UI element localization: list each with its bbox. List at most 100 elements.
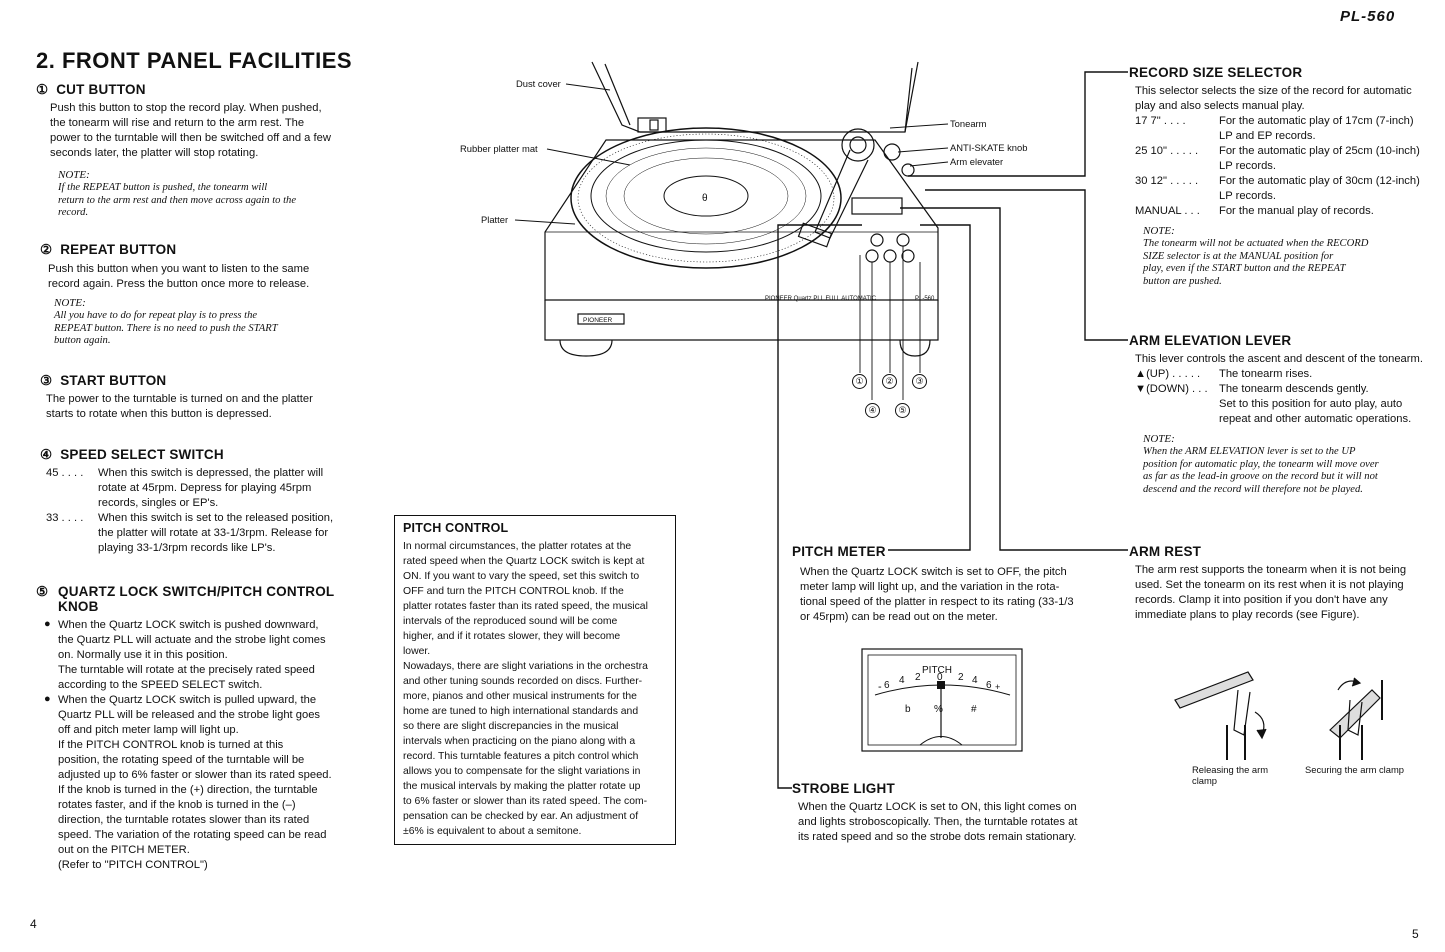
- repeat-note-label: NOTE:: [54, 297, 86, 309]
- quartz-b2-line: off and pitch meter lamp will light up.: [58, 724, 239, 736]
- label-dust-cover: Dust cover: [516, 78, 561, 89]
- quartz-number: ⑤: [36, 584, 49, 599]
- fig-caption-release: Releasing the arm clamp: [1192, 764, 1268, 786]
- arm-rest-line: The arm rest supports the tonearm when i…: [1135, 564, 1407, 576]
- pitch-control-line: the musical intervals by making the plat…: [403, 781, 641, 792]
- arm-elevation-item-up: ▲(UP) . . . . . The tonearm rises.: [1135, 367, 1434, 382]
- pitch-control-line: OFF and turn the PITCH CONTROL knob. If …: [403, 586, 624, 597]
- strobe-light-title: STROBE LIGHT: [792, 781, 895, 796]
- pitch-control-line: more, pianos and other musical instrumen…: [403, 691, 637, 702]
- start-title: START BUTTON: [60, 373, 167, 388]
- pitch-meter-line: When the Quartz LOCK switch is set to OF…: [800, 566, 1067, 578]
- turntable-body: [544, 139, 939, 301]
- label-platter: Platter: [481, 214, 509, 225]
- record-size-item-manual: MANUAL . . . For the manual play of reco…: [1135, 204, 1429, 219]
- arm-elevation-extra: repeat and other automatic operations.: [1219, 413, 1412, 425]
- tonearm-shape: [814, 149, 869, 239]
- arm-rest-line: immediate plans to play records (see Fig…: [1135, 609, 1360, 621]
- speed-desc: the platter will rotate at 33-1/3rpm. Re…: [98, 527, 329, 539]
- cut-note-line: record.: [58, 207, 89, 218]
- record-size-title: RECORD SIZE SELECTOR: [1129, 65, 1303, 80]
- arm-clamp-release-illustration: [1174, 671, 1267, 760]
- meter-label: PITCH: [922, 665, 952, 676]
- repeat-note-line: REPEAT button. There is no need to push …: [54, 322, 278, 334]
- cut-title: CUT BUTTON: [56, 82, 146, 97]
- repeat-number: ②: [40, 242, 53, 257]
- meter-scale-6: 6: [884, 680, 890, 691]
- record-size-note-line: button are pushed.: [1143, 275, 1222, 287]
- callout-1: ①: [852, 374, 867, 389]
- page-title: 2. FRONT PANEL FACILITIES: [36, 48, 353, 73]
- repeat-section: ② REPEAT BUTTON Push this button when yo…: [40, 242, 346, 348]
- cut-note-line: return to the arm rest and then move acr…: [58, 194, 297, 206]
- quartz-b2-line: Quartz PLL will be released and the stro…: [58, 709, 321, 721]
- cut-note-label: NOTE:: [58, 169, 90, 181]
- fig-caption-secure: Securing the arm clamp: [1305, 764, 1405, 775]
- arm-elevation-item-down: ▼(DOWN) . . . The tonearm descends gentl…: [1135, 382, 1434, 397]
- pitch-meter-section: PITCH METER When the Quartz LOCK switch …: [792, 543, 1102, 625]
- cut-line: power to the turntable will then be swit…: [50, 132, 331, 144]
- arm-rest-line: used. Set the tonearm on its rest when i…: [1135, 579, 1404, 591]
- record-size-desc: For the automatic play of 25cm (10-inch): [1219, 145, 1420, 157]
- repeat-line: record again. Press the button once more…: [48, 278, 310, 290]
- pitch-control-line: allows you to compensate for the slight …: [403, 766, 641, 777]
- arm-rest-section: ARM REST The arm rest supports the tonea…: [1129, 544, 1434, 623]
- pitch-control-line: platter rotates faster than its rated sp…: [403, 601, 648, 612]
- speed-item-45: 45 . . . . When this switch is depressed…: [46, 466, 346, 511]
- start-heading: ③ START BUTTON: [40, 373, 346, 389]
- page-number-right: 5: [1412, 927, 1419, 941]
- fig-caption-release-line: clamp: [1192, 775, 1218, 786]
- quartz-title: QUARTZ LOCK SWITCH/PITCH CONTROL: [58, 584, 335, 599]
- speed-key: 33 . . . .: [46, 512, 84, 524]
- bullet: ●: [44, 618, 51, 630]
- pitch-control-title: PITCH CONTROL: [403, 521, 509, 535]
- meter-minus: -: [878, 681, 882, 693]
- pitch-control-box: PITCH CONTROL In normal circumstances, t…: [394, 515, 676, 845]
- repeat-note-line: All you have to do for repeat play is to…: [54, 310, 258, 321]
- arm-elevation-note-label: NOTE:: [1143, 433, 1175, 445]
- record-size-line: This selector selects the size of the re…: [1135, 85, 1412, 97]
- pitch-control-line: so there are slight discrepancies in the…: [403, 721, 619, 732]
- meter-sharp: #: [971, 704, 977, 715]
- meter-plus: +: [995, 682, 1000, 692]
- pitch-control-line: ON. If you want to vary the speed, set t…: [403, 571, 640, 582]
- speed-desc: records, singles or EP's.: [98, 497, 219, 509]
- label-tonearm: Tonearm: [950, 118, 987, 129]
- record-size-note-line: The tonearm will not be actuated when th…: [1143, 238, 1369, 249]
- record-size-item-25: 25 10" . . . . . For the automatic play …: [1135, 144, 1429, 174]
- record-size-note-label: NOTE:: [1143, 225, 1175, 237]
- record-size-desc: LP records.: [1219, 160, 1277, 172]
- record-size-section: RECORD SIZE SELECTOR This selector selec…: [1129, 65, 1429, 288]
- quartz-section: ⑤ QUARTZ LOCK SWITCH/PITCH CONTROL KNOB …: [36, 584, 346, 873]
- cut-note-line: If the REPEAT button is pushed, the tone…: [58, 182, 268, 193]
- repeat-title: REPEAT BUTTON: [60, 242, 177, 257]
- speed-desc: When this switch is set to the released …: [98, 512, 334, 524]
- arm-rest-title: ARM REST: [1129, 544, 1202, 559]
- arm-elevation-note-line: descend and the record will therefore no…: [1143, 483, 1363, 495]
- meter-scale-4: 4: [899, 675, 905, 686]
- callout-4: ④: [865, 403, 880, 418]
- quartz-b1-line: according to the SPEED SELECT switch.: [58, 679, 263, 691]
- meter-flat: b: [905, 704, 911, 715]
- pitch-control-line: lower.: [403, 646, 431, 657]
- quartz-b2-line: When the Quartz LOCK switch is pulled up…: [58, 694, 317, 706]
- pitch-meter-line: tional speed of the platter in respect t…: [800, 596, 1074, 608]
- arm-elevation-note-line: as far as the lead-in groove on the reco…: [1143, 471, 1378, 482]
- meter-scale-0: 0: [937, 672, 943, 683]
- pitch-control-line: rated speed when the Quartz LOCK switch …: [403, 556, 645, 567]
- quartz-b1-line: on. Normally use it in this position.: [58, 649, 228, 661]
- quartz-b1-line: the Quartz PLL will actuate and the stro…: [58, 634, 326, 646]
- label-arm-elevater: Arm elevater: [950, 156, 1004, 167]
- start-line: starts to rotate when this button is dep…: [46, 408, 272, 420]
- start-line: The power to the turntable is turned on …: [46, 393, 313, 405]
- record-size-key: MANUAL . . .: [1135, 205, 1200, 217]
- record-size-desc: For the automatic play of 30cm (12-inch): [1219, 175, 1420, 187]
- speed-title: SPEED SELECT SWITCH: [60, 447, 224, 462]
- pitch-meter-line: or 45rpm) can be read out on the meter.: [800, 611, 998, 623]
- bullet: ●: [44, 693, 51, 705]
- record-size-note-line: SIZE selector is at the MANUAL position …: [1143, 250, 1334, 262]
- cut-line: the tonearm will rise and return to the …: [50, 117, 305, 129]
- quartz-b2-line: out on the PITCH METER.: [58, 844, 190, 856]
- front-model-text: PL-560: [915, 296, 935, 302]
